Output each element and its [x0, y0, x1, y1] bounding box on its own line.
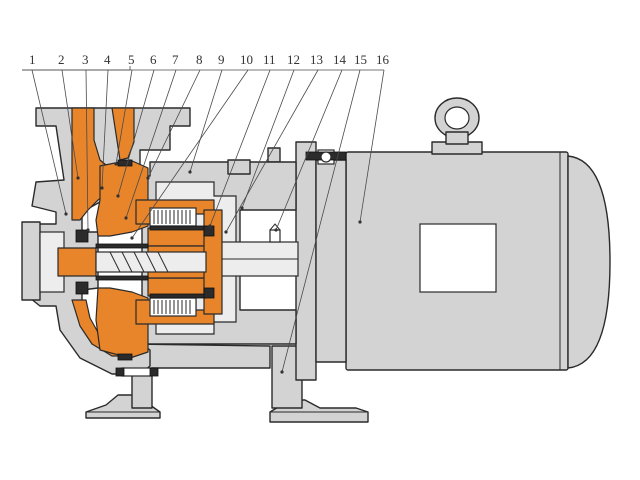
- part-label-6: 6: [150, 52, 157, 67]
- part-label-1: 1: [29, 52, 36, 67]
- motor: [345, 97, 611, 371]
- part-label-10: 10: [240, 52, 253, 67]
- part-label-15: 15: [354, 52, 367, 67]
- motor-bracket: [267, 141, 347, 381]
- part-label-12: 12: [287, 52, 300, 67]
- leader-lines: [22, 66, 385, 374]
- pump-axle: [95, 225, 215, 299]
- part-label-5: 5: [128, 52, 135, 67]
- part-label-9: 9: [218, 52, 225, 67]
- part-label-3: 3: [82, 52, 89, 67]
- part-label-16: 16: [376, 52, 390, 67]
- isolation-sleeve: [75, 159, 207, 361]
- motor-terminal-box: [419, 223, 497, 293]
- part-label-7: 7: [172, 52, 179, 67]
- foot-bolt-icon: [115, 367, 159, 377]
- part-label-11: 11: [263, 52, 276, 67]
- lower-bracket: [131, 343, 313, 409]
- magnet-stacks: [149, 207, 197, 317]
- pump-base-feet: [85, 394, 369, 423]
- part-label-8: 8: [196, 52, 203, 67]
- part-label-14: 14: [333, 52, 347, 67]
- part-label-13: 13: [310, 52, 323, 67]
- lifting-eye-icon: [431, 97, 483, 155]
- part-label-4: 4: [104, 52, 111, 67]
- part-number-labels: 1 2 3 4 5 6 7 8 9 10 11 12 13 14 15 16: [29, 52, 390, 67]
- part-label-2: 2: [58, 52, 65, 67]
